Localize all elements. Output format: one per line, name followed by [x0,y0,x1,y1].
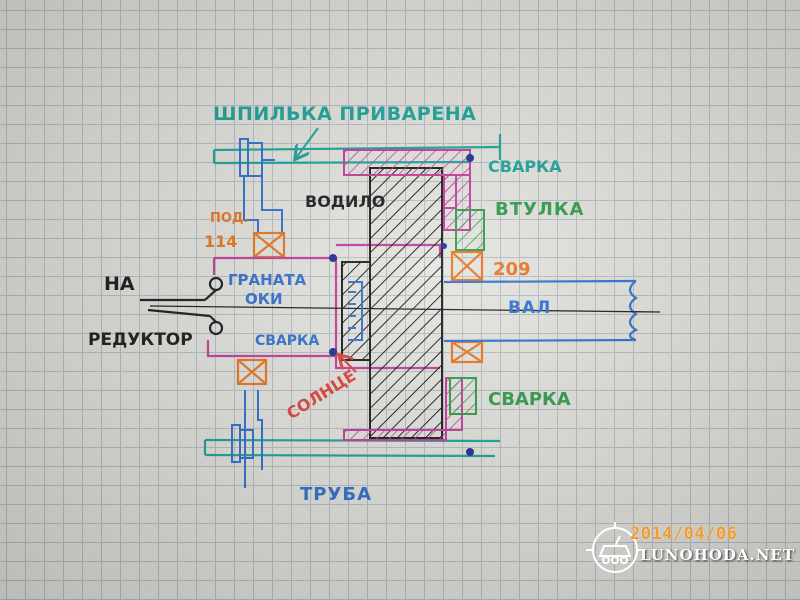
watermark-date: 2014/04/06 [630,524,738,544]
sun-leader-arrow [340,356,357,373]
label-bearing-114-top: ПОД. [210,211,248,226]
label-grenade-line1: ГРАНАТА [228,271,307,289]
bushing-top [455,209,485,251]
lunohoda-logo-icon [586,522,644,573]
label-to: НА [104,273,135,295]
reducer-connector [140,276,224,336]
watermark-site: LUNOHODA.NET [640,546,795,564]
bearing-209-top [450,250,484,282]
bushing-bottom [449,377,477,415]
label-weld-inner: СВАРКА [255,333,319,349]
label-weld-bottom: СВАРКА [488,389,571,410]
label-pipe: ТРУБА [300,484,372,505]
label-carrier: ВОДИЛО [305,192,385,211]
label-weld-top: СВАРКА [488,157,562,176]
label-stud-welded: ШПИЛЬКА ПРИВАРЕНА [213,103,476,125]
axis-line [149,305,661,313]
pipe-bottom [203,438,501,458]
label-shaft: ВАЛ [508,298,551,318]
stud-top [239,138,275,177]
label-bearing-209: 209 [493,259,531,280]
stud-leader-arrow [296,127,319,158]
bearing-114-top [252,231,286,259]
label-grenade-line2: ОКИ [245,290,283,308]
bearing-114-bottom [236,358,268,386]
stud-bottom [231,424,254,463]
label-bushing: ВТУЛКА [495,199,584,220]
label-bearing-114-bottom: 114 [204,232,237,251]
sun-gear [348,281,363,341]
label-reducer: РЕДУКТОР [88,330,193,350]
flange-top [243,176,283,233]
flange-bottom [244,390,263,488]
label-sun: СОЛНЦЕ [283,366,359,423]
bearing-209-bottom [450,340,484,364]
shaft [443,279,639,343]
weld-points [329,154,474,456]
